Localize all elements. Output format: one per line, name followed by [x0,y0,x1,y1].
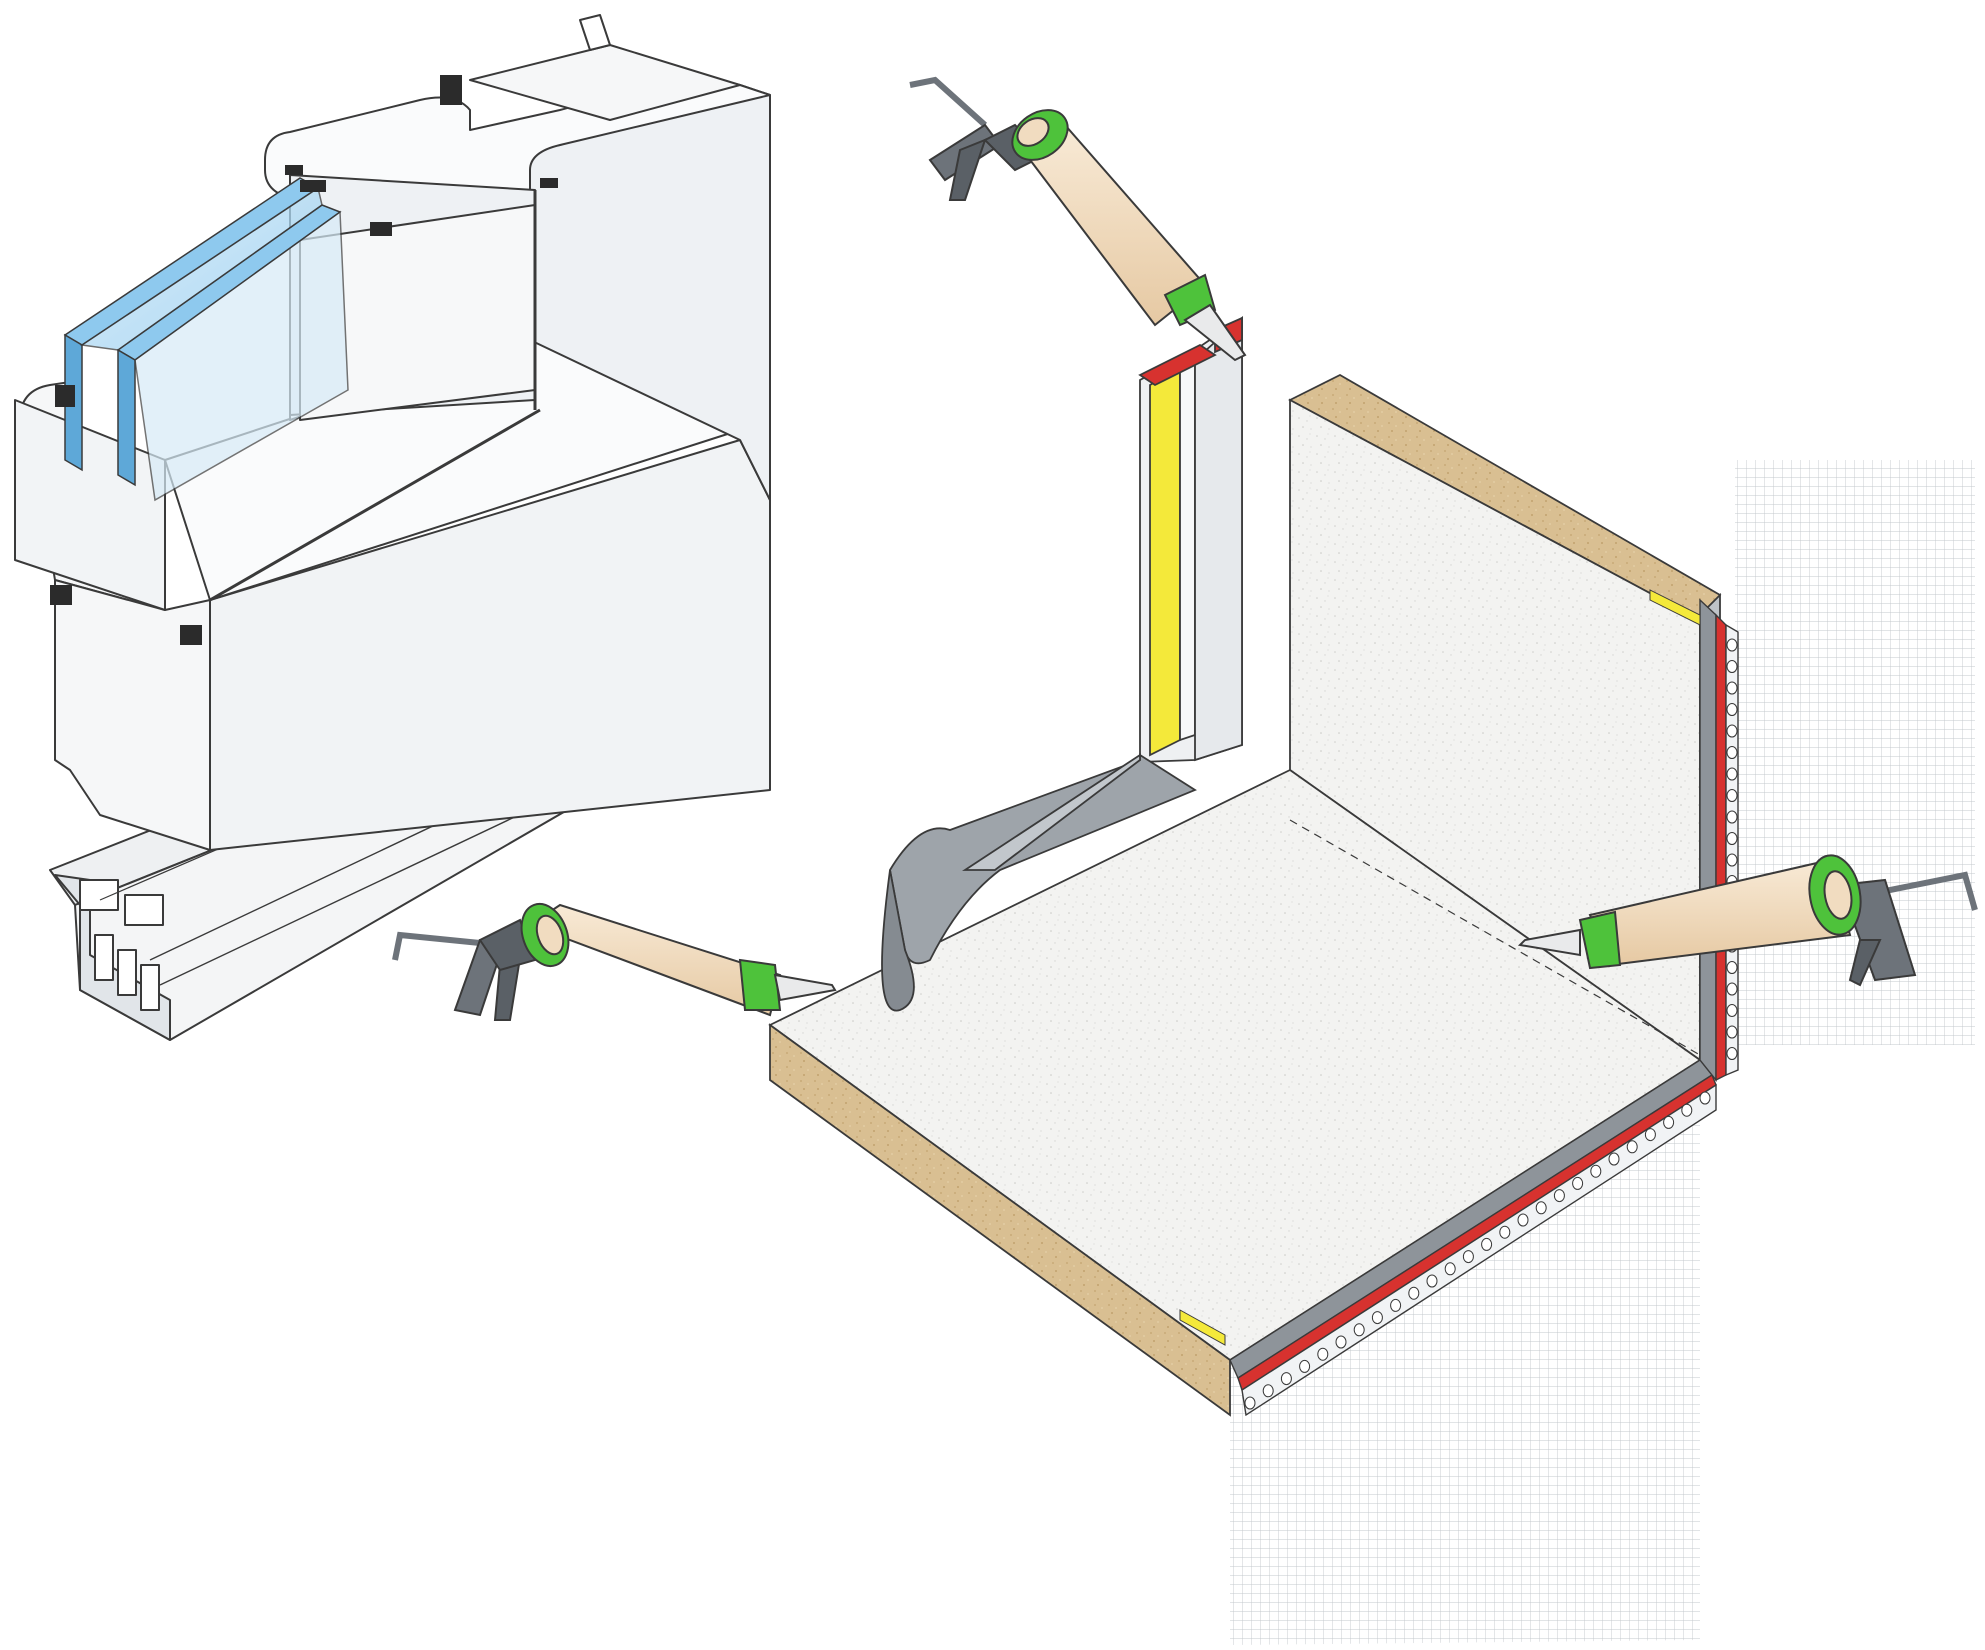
bead-hole [1726,789,1738,802]
insulation-reveal-board-horizontal [768,768,1702,1417]
bead-hole [1262,1384,1274,1398]
bead-hole [1299,1359,1311,1373]
bead-hole [1590,1164,1602,1178]
bead-hole [1726,810,1738,824]
bead-hole [1626,1140,1638,1154]
edge-bead-holes-horizontal [1244,1091,1711,1410]
sealant-cartridge [520,903,837,1017]
sealant-cartridge [1517,854,1862,970]
double-glazing-unit [63,177,349,502]
bead-hole [1663,1115,1675,1129]
bead-hole [1481,1237,1493,1251]
bead-hole [1726,638,1738,652]
bead-hole [1726,1047,1738,1060]
bead-hole [1726,853,1738,867]
bead-hole [1699,1091,1711,1105]
bead-hole [1726,1004,1738,1017]
bead-hole [1572,1176,1584,1190]
bead-hole [1726,660,1738,673]
frame-gaskets [50,75,558,645]
plaster-connection-profile [1138,315,1243,763]
caulking-gun-left [392,903,837,1021]
tape-end-top [1649,589,1701,626]
bead-hole [1499,1225,1511,1239]
bead-hole [1353,1323,1365,1337]
bead-hole [1644,1128,1656,1142]
bead-hole [1280,1372,1292,1386]
bead-hole [1726,724,1738,738]
bead-hole [1726,982,1738,996]
bead-hole [1726,746,1738,759]
bead-hole [1335,1335,1347,1349]
bead-hole [1444,1262,1456,1276]
bead-hole [1535,1201,1547,1215]
bead-hole [1726,681,1738,695]
bead-hole [1726,832,1738,845]
bead-hole [1408,1286,1420,1300]
bead-hole [1317,1347,1329,1361]
bead-hole [1244,1396,1256,1410]
tape-end-bottom [1179,1309,1226,1346]
bead-hole [1462,1250,1474,1264]
caulking-gun-top [909,76,1247,362]
caulking-gun-right [1517,854,1978,987]
bead-hole [1608,1152,1620,1166]
bead-hole [1426,1274,1438,1288]
pvc-window-frame-section [14,14,771,1041]
bead-hole [1726,961,1738,974]
bead-hole [1726,767,1738,781]
bead-hole [1726,1025,1738,1039]
bead-hole [1553,1189,1565,1203]
bead-hole [1726,703,1738,716]
bead-hole [1371,1311,1383,1325]
bead-hole [1390,1298,1402,1312]
reinforcement-mesh-side [1735,460,1975,1045]
corner-flashing-strip [881,753,1197,1012]
sealant-cartridge [1011,109,1247,362]
bead-hole [1517,1213,1529,1227]
bead-hole [1681,1103,1693,1117]
reinforcement-mesh-bottom [1230,1080,1700,1645]
